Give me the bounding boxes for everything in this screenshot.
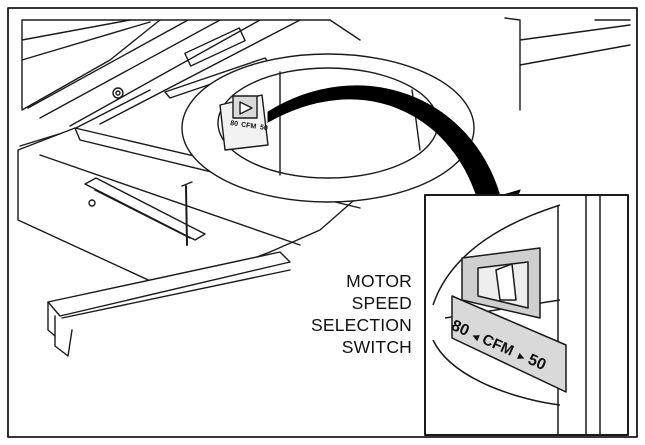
callout-line-1: MOTOR bbox=[346, 271, 412, 291]
cfm-right-arrow-icon: ► bbox=[514, 350, 529, 365]
cfm-plate bbox=[451, 295, 567, 393]
lower-joist bbox=[47, 251, 291, 357]
callout-line-2: SPEED bbox=[351, 293, 412, 313]
svg-text:50: 50 bbox=[259, 124, 268, 132]
cfm-high-value: 80 bbox=[448, 317, 471, 340]
screw-icon bbox=[112, 87, 124, 99]
cfm-low-value: 50 bbox=[525, 351, 548, 374]
ceiling-panel bbox=[17, 127, 361, 291]
callout-line-3: SELECTION bbox=[311, 315, 412, 335]
duct-ring bbox=[181, 53, 475, 203]
svg-text:CFM: CFM bbox=[241, 122, 257, 131]
svg-text:80: 80 bbox=[230, 120, 239, 128]
motor-speed-callout: MOTOR SPEED SELECTION SWITCH bbox=[300, 270, 412, 358]
detail-inset bbox=[424, 194, 629, 436]
cfm-left-arrow-icon: ◄ bbox=[468, 329, 483, 344]
diagram-frame bbox=[7, 7, 638, 438]
callout-line-4: SWITCH bbox=[341, 337, 412, 357]
